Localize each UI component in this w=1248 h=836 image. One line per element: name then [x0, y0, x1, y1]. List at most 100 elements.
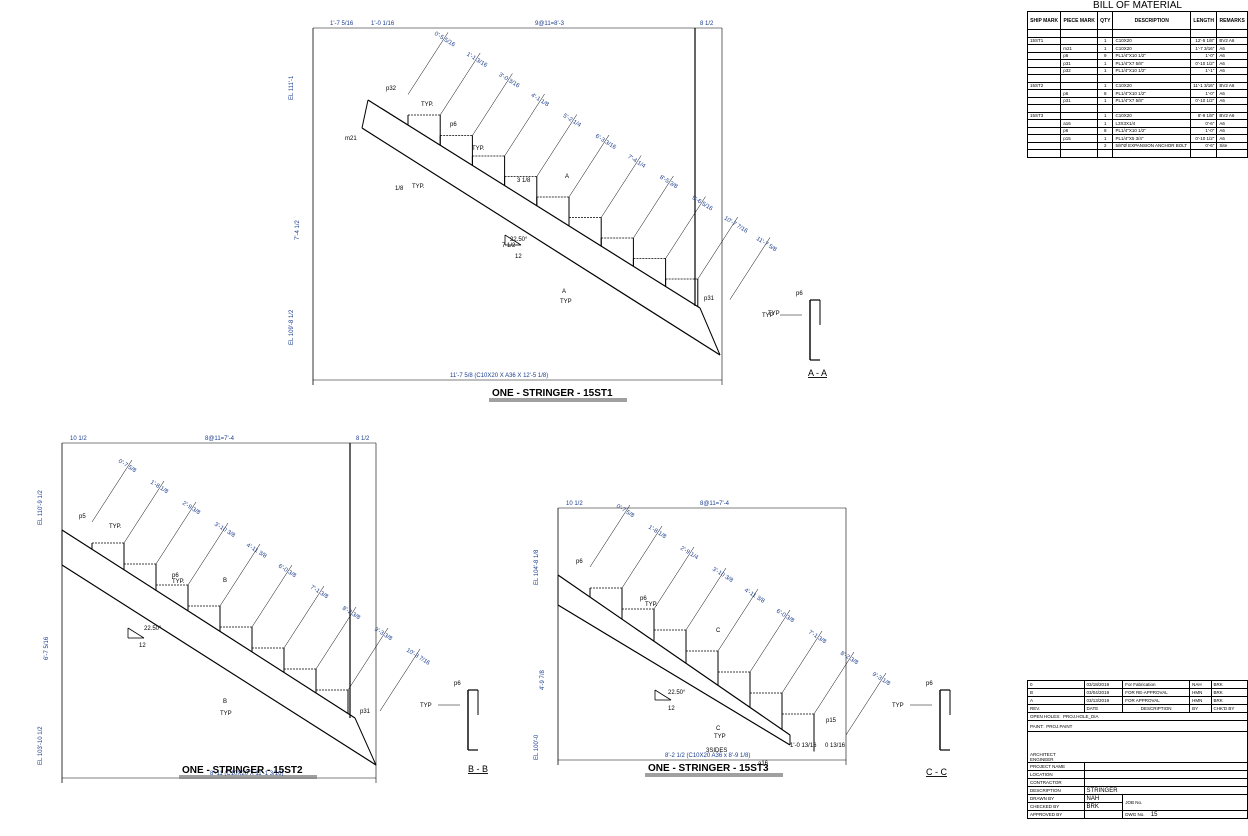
approved-by-label: APPROVED BY	[1027, 810, 1085, 819]
bom-cell	[1026, 89, 1062, 98]
bom-cell	[1216, 104, 1248, 113]
bom-cell: A6	[1216, 119, 1248, 128]
bom-cell: 9	[1097, 51, 1114, 60]
step-dimension-line	[315, 606, 357, 670]
step-dimension-label: 0'-5 5/16	[433, 31, 456, 49]
bottom-dimension: 8'-2 1/2 (C10X20 A36 x 8'-9 1/8)	[665, 753, 750, 759]
section-label: A - A	[808, 368, 827, 378]
annotation-mark: 3 1/8	[517, 178, 531, 184]
step-dimension-line	[665, 196, 706, 259]
annotation-mark: TYP.	[645, 602, 658, 608]
bom-cell	[1026, 119, 1062, 128]
step-dimension-label: 3'-10 3/8	[711, 567, 734, 585]
step-dimension-line	[633, 175, 674, 239]
step-dimension-label: 4'-1 1/8	[530, 93, 551, 109]
bom-cell	[1216, 74, 1248, 83]
bom-cell	[1112, 104, 1191, 113]
bom-row	[1026, 149, 1248, 158]
bom-cell	[1189, 104, 1218, 113]
annotation-mark: p5	[79, 514, 86, 520]
bom-cell	[1112, 29, 1191, 38]
bom-cell: C10X20	[1112, 44, 1191, 53]
bom-cell: A6	[1216, 126, 1248, 135]
annotation-mark: TYP.	[172, 579, 185, 585]
step-dimension-line	[439, 52, 481, 116]
bom-cell	[1026, 51, 1062, 60]
step-dimension-label: 4'-11 3/8	[245, 543, 268, 560]
annotation-mark: p31	[704, 296, 715, 302]
annotation-mark: 22.50°	[668, 690, 686, 696]
step-dimension-label: 8'-5 3/8	[658, 175, 679, 191]
step-dimension-line	[729, 237, 771, 300]
step-dimension-label: 9'-3 1/8	[871, 672, 892, 688]
bom-cell: 1	[1097, 134, 1114, 143]
bom-header: DESCRIPTION	[1112, 11, 1191, 30]
step-dimension-line	[472, 73, 513, 136]
dwg-no: DWG No. 15	[1122, 810, 1248, 819]
bom-cell: A6	[1216, 51, 1248, 60]
bom-cell	[1060, 29, 1099, 38]
step-dimension-label: 7'-1 3/8	[807, 630, 828, 646]
bom-cell: 0'-10 1/2"	[1189, 59, 1218, 68]
annotation-mark: 0 13/16	[825, 743, 846, 749]
revision-cell: FOR APPROVAL	[1122, 696, 1191, 705]
section-typ: TYP	[892, 703, 904, 709]
step-dimension-line	[123, 480, 165, 544]
open-holes: OPEN HOLES: PROJ.HOLE_DIA	[1027, 712, 1248, 721]
stringer-end	[699, 307, 721, 356]
contractor-label: CONTRACTOR	[1027, 778, 1085, 787]
annotation-mark: TYP.	[472, 146, 485, 152]
step-dimension-label: 0'-7 5/8	[615, 504, 636, 520]
annotation-mark: 3SIDES	[706, 748, 727, 754]
bom-cell: 1	[1097, 111, 1114, 120]
bom-cell	[1026, 74, 1062, 83]
step-dimension-line	[155, 501, 197, 565]
step-dimension-line	[717, 588, 759, 652]
step-dimension-label: 3'-10 3/8	[213, 522, 236, 540]
slope-triangle	[504, 234, 522, 246]
bom-cell	[1026, 126, 1062, 135]
revision-cell: FOR RE-APPROVAL	[1122, 688, 1191, 697]
annotation-mark: 12	[668, 706, 675, 712]
bom-cell: 1	[1097, 119, 1114, 128]
bom-cell: p6	[1060, 126, 1099, 135]
annotation-mark: TYP	[768, 311, 780, 317]
bom-cell: 1	[1097, 44, 1114, 53]
bom-cell: 5/8"Ø EXPANSION ANCHOR BOLT	[1112, 141, 1191, 150]
bom-cell: C10X20	[1112, 111, 1191, 120]
project-name-label: PROJECT NAME	[1027, 762, 1085, 771]
bom-cell: p6	[1060, 89, 1099, 98]
bom-header: REMARKS	[1216, 11, 1248, 30]
elevation-top: EL 110'-9 1/2	[38, 490, 44, 526]
bom-cell: C10X20	[1112, 36, 1191, 45]
step-dimension-line	[504, 93, 545, 157]
step-dimension-label: 6'-0 3/8	[775, 609, 796, 625]
checked-by-label: CHECKED BY	[1027, 802, 1085, 811]
drawn-by-value: NAH	[1083, 794, 1124, 803]
step-dimension-label: 2'-9 3/8	[181, 501, 202, 517]
bom-cell: 8'-9 1/8"	[1189, 111, 1218, 120]
revision-cell: 03/13/2019	[1083, 696, 1124, 705]
bom-title: BILL OF MATERIAL	[1093, 0, 1182, 11]
step-dimension-label: 8'-2 3/8	[341, 606, 362, 622]
bom-cell: 0'-10 1/2"	[1189, 134, 1218, 143]
annotation-mark: TYP	[220, 711, 232, 717]
bom-cell: 1'-1"	[1189, 66, 1218, 75]
bom-cell: 12'-5 1/8"	[1189, 36, 1218, 45]
annotation-mark: p6	[576, 559, 583, 565]
step-dimension-line	[568, 134, 610, 198]
step-dimension-line	[219, 543, 261, 607]
bom-cell	[1026, 66, 1062, 75]
bom-cell	[1060, 104, 1099, 113]
annotation-mark: B	[223, 699, 227, 705]
bom-cell	[1189, 29, 1218, 38]
step-dimension-label: 1'-8 1/8	[647, 525, 668, 541]
stringer-bottom-edge	[557, 604, 791, 746]
